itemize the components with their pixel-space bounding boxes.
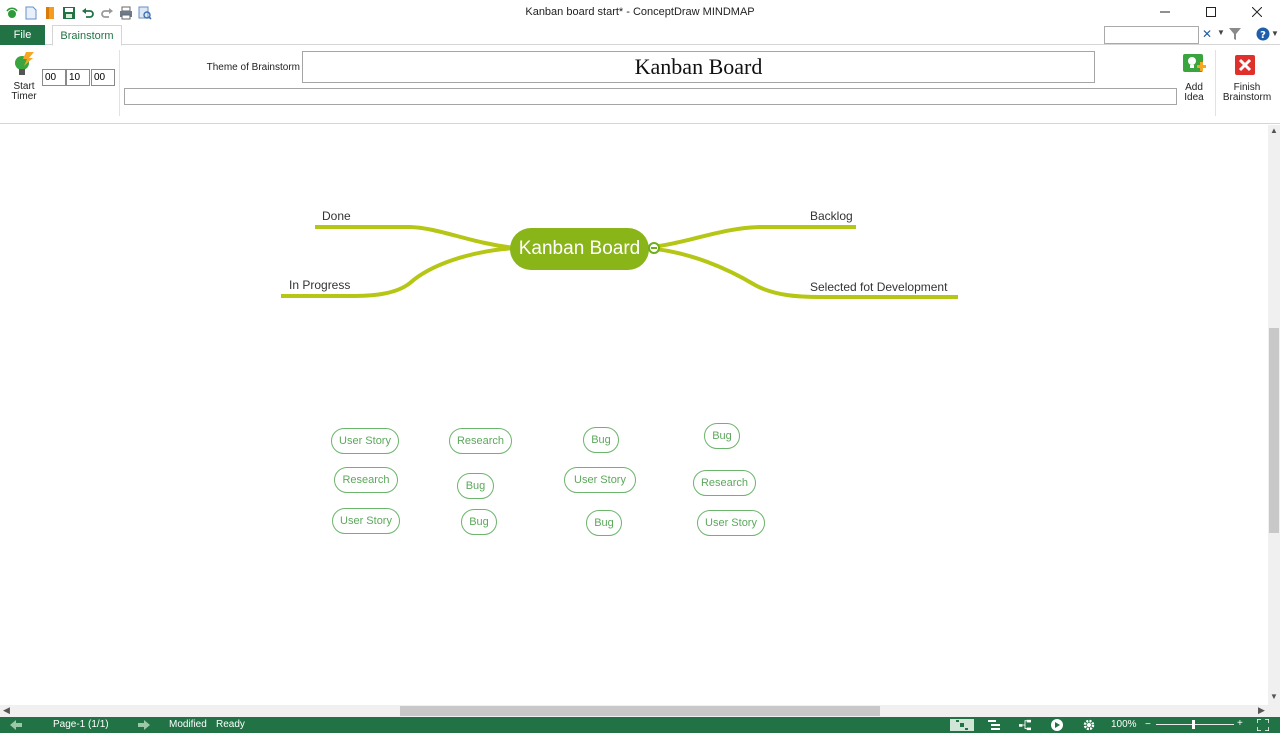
title-bar: Kanban board start* - ConceptDraw MINDMA… bbox=[0, 0, 1280, 26]
tree-view-icon[interactable] bbox=[1019, 719, 1031, 731]
print-icon[interactable] bbox=[118, 5, 134, 21]
clear-search-icon[interactable]: ✕ bbox=[1202, 27, 1213, 41]
app-logo-icon[interactable] bbox=[4, 5, 20, 21]
ribbon-separator bbox=[119, 50, 120, 116]
open-icon[interactable] bbox=[42, 5, 58, 21]
theme-label: Theme of Brainstorm bbox=[206, 62, 300, 73]
new-document-icon[interactable] bbox=[23, 5, 39, 21]
ready-status: Ready bbox=[216, 719, 245, 730]
close-icon[interactable] bbox=[1234, 0, 1280, 24]
scroll-left-icon[interactable]: ◀ bbox=[3, 705, 10, 715]
lightbulb-timer-icon bbox=[15, 52, 34, 75]
quick-access-toolbar bbox=[4, 5, 153, 21]
idea-bubble[interactable]: User Story bbox=[331, 428, 399, 454]
scroll-up-icon[interactable]: ▲ bbox=[1270, 126, 1278, 135]
window-title: Kanban board start* - ConceptDraw MINDMA… bbox=[525, 6, 755, 18]
idea-bubble[interactable]: Bug bbox=[704, 423, 740, 449]
idea-bubble[interactable]: Research bbox=[334, 467, 398, 493]
add-idea-icon bbox=[1183, 54, 1206, 72]
branch-selected-for-development[interactable]: Selected fot Development bbox=[810, 280, 948, 294]
start-timer-button[interactable] bbox=[6, 52, 42, 83]
minimize-icon[interactable] bbox=[1142, 0, 1188, 24]
idea-bubble[interactable]: Bug bbox=[586, 510, 622, 536]
branch-line-in-progress bbox=[281, 246, 516, 298]
redo-icon[interactable] bbox=[99, 5, 115, 21]
previous-page-icon[interactable] bbox=[10, 719, 22, 731]
page-indicator: Page-1 (1/1) bbox=[53, 719, 109, 730]
branch-backlog[interactable]: Backlog bbox=[810, 209, 853, 223]
zoom-level: 100% bbox=[1111, 719, 1137, 730]
idea-bubble[interactable]: Bug bbox=[457, 473, 494, 499]
status-bar: Page-1 (1/1) Modified Ready 100% − + bbox=[0, 717, 1280, 733]
outline-view-icon[interactable] bbox=[988, 719, 1000, 731]
tab-brainstorm[interactable]: Brainstorm bbox=[52, 25, 122, 46]
branch-done[interactable]: Done bbox=[322, 209, 351, 223]
branch-in-progress[interactable]: In Progress bbox=[289, 278, 351, 292]
filter-icon[interactable] bbox=[1229, 28, 1241, 44]
branch-lines bbox=[281, 225, 958, 299]
idea-bubble[interactable]: Bug bbox=[583, 427, 619, 453]
modified-status: Modified bbox=[169, 719, 207, 730]
undo-icon[interactable] bbox=[80, 5, 96, 21]
zoom-out-icon[interactable]: − bbox=[1145, 719, 1151, 730]
branch-line-done bbox=[315, 225, 516, 250]
idea-input[interactable] bbox=[124, 88, 1177, 105]
tab-file[interactable]: File bbox=[0, 25, 45, 45]
idea-bubble[interactable]: Research bbox=[449, 428, 512, 454]
idea-bubble[interactable]: Research bbox=[693, 470, 756, 496]
idea-bubble[interactable]: User Story bbox=[564, 467, 636, 493]
idea-bubble[interactable]: Bug bbox=[461, 509, 497, 535]
timer-seconds-field[interactable] bbox=[91, 69, 115, 86]
theme-field[interactable] bbox=[302, 51, 1095, 83]
zoom-slider-thumb[interactable] bbox=[1192, 720, 1195, 729]
branch-line-selected bbox=[644, 246, 958, 299]
search-input[interactable] bbox=[1104, 26, 1199, 44]
next-page-icon[interactable] bbox=[138, 719, 150, 731]
ribbon-tab-row: File Brainstorm ✕ ▼ ? ▼ bbox=[0, 25, 1280, 46]
finish-brainstorm-button[interactable] bbox=[1234, 54, 1256, 79]
scroll-down-icon[interactable]: ▼ bbox=[1270, 692, 1278, 701]
idea-bubble[interactable]: User Story bbox=[332, 508, 400, 534]
help-dropdown-icon[interactable]: ▼ bbox=[1271, 29, 1279, 38]
horizontal-scroll-thumb[interactable] bbox=[400, 706, 880, 716]
scrollbar-corner bbox=[1268, 705, 1280, 717]
mindmap-view-icon[interactable] bbox=[950, 719, 974, 731]
branch-line-backlog bbox=[644, 225, 856, 250]
maximize-icon[interactable] bbox=[1188, 0, 1234, 24]
save-icon[interactable] bbox=[61, 5, 77, 21]
start-timer-label: Start Timer bbox=[11, 81, 37, 102]
add-idea-label: Add Idea bbox=[1184, 82, 1204, 103]
zoom-slider[interactable] bbox=[1156, 724, 1234, 725]
idea-bubble[interactable]: User Story bbox=[697, 510, 765, 536]
collapse-icon[interactable] bbox=[648, 242, 660, 254]
svg-text:?: ? bbox=[1260, 30, 1266, 41]
timer-hours-field[interactable] bbox=[42, 69, 66, 86]
ribbon-separator bbox=[1215, 50, 1216, 116]
add-idea-button[interactable] bbox=[1176, 52, 1212, 81]
fit-to-window-icon[interactable] bbox=[1257, 719, 1269, 731]
timer-minutes-field[interactable] bbox=[66, 69, 90, 86]
play-icon[interactable] bbox=[1051, 719, 1063, 731]
vertical-scroll-thumb[interactable] bbox=[1269, 328, 1279, 533]
finish-close-icon bbox=[1235, 55, 1255, 75]
central-topic[interactable]: Kanban Board bbox=[510, 228, 649, 270]
mindmap-canvas[interactable]: Kanban Board Done In Progress Backlog Se… bbox=[0, 125, 1268, 705]
settings-icon[interactable] bbox=[1083, 719, 1095, 731]
finish-brainstorm-label: Finish Brainstorm bbox=[1222, 82, 1272, 103]
help-icon[interactable]: ? bbox=[1256, 27, 1270, 44]
zoom-in-icon[interactable]: + bbox=[1237, 718, 1243, 729]
search-dropdown-icon[interactable]: ▼ bbox=[1217, 28, 1225, 37]
window-controls bbox=[1142, 0, 1280, 24]
scroll-right-icon[interactable]: ▶ bbox=[1258, 705, 1265, 715]
brainstorm-ribbon: Start Timer Theme of Brainstorm Add Idea… bbox=[0, 46, 1280, 124]
print-preview-icon[interactable] bbox=[137, 5, 153, 21]
